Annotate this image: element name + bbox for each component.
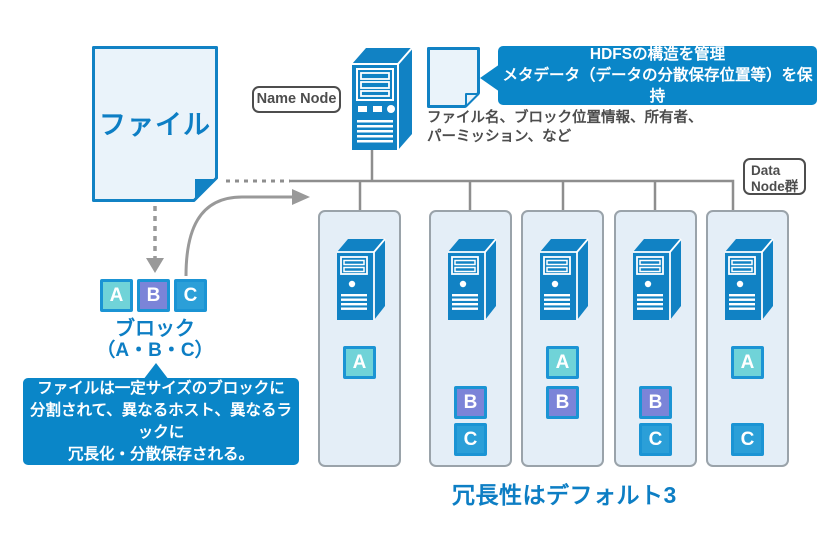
file-document-fold [195, 179, 217, 201]
blocks-caption-line2: （A・B・C） [96, 340, 214, 361]
data-node-server-icon [448, 238, 497, 320]
blocks-caption-line1: ブロック [115, 318, 195, 340]
data-node-server-icon [540, 238, 589, 320]
redundancy-note: 冗長性はデフォルト3 [452, 482, 677, 508]
data-node-server-icon [725, 238, 774, 320]
block-callout-tail [143, 363, 169, 380]
block-callout: ファイルは一定サイズのブロックに 分割されて、異なるホスト、異なるラックに 冗長… [23, 378, 299, 465]
block-A: A [100, 279, 133, 312]
name-node-callout-line2: メタデータ（データの分散保存位置等）を保持 [502, 67, 813, 105]
file-to-blocks-arrowhead [146, 258, 164, 273]
data-node-group-tag-line1: Data [751, 163, 781, 178]
name-node-callout-line1: HDFSの構造を管理 [589, 46, 726, 63]
block-callout-line2: 分割されて、異なるホスト、異なるラックに [30, 401, 292, 441]
data-node-server-icon [633, 238, 682, 320]
data-node-server-icon [337, 238, 386, 320]
block-B: B [137, 279, 170, 312]
data-node-group-tag: Data Node群 [743, 158, 806, 195]
data-node-1: A [318, 210, 401, 467]
metadata-document-fold [465, 93, 480, 108]
name-node-callout-tail [480, 64, 500, 92]
block-A: A [731, 346, 764, 379]
block-callout-line3: 冗長化・分散保存される。 [67, 445, 254, 463]
blocks-to-nodes-arrowhead [292, 189, 310, 205]
block-B: B [639, 386, 672, 419]
data-node-group-tag-line2: Node群 [751, 178, 799, 194]
block-C: C [174, 279, 207, 312]
block-B: B [454, 386, 487, 419]
block-B: B [546, 386, 579, 419]
block-C: C [639, 423, 672, 456]
file-label: ファイル [99, 110, 211, 140]
block-C: C [731, 423, 764, 456]
blocks-to-nodes-curved-arrow [184, 195, 292, 277]
metadata-note: ファイル名、ブロック位置情報、所有者、 パーミッション、など [427, 109, 703, 147]
name-node-server-icon [352, 47, 413, 150]
metadata-note-line1: ファイル名、ブロック位置情報、所有者、 [427, 110, 703, 126]
name-node-tag: Name Node [252, 86, 341, 113]
block-A: A [343, 346, 376, 379]
block-C: C [454, 423, 487, 456]
data-node-bus-line [290, 179, 735, 210]
block-callout-line1: ファイルは一定サイズのブロックに [37, 379, 285, 397]
block-A: A [546, 346, 579, 379]
name-node-callout: HDFSの構造を管理 メタデータ（データの分散保存位置等）を保持 [498, 46, 817, 105]
metadata-note-line2: パーミッション、など [427, 129, 572, 145]
